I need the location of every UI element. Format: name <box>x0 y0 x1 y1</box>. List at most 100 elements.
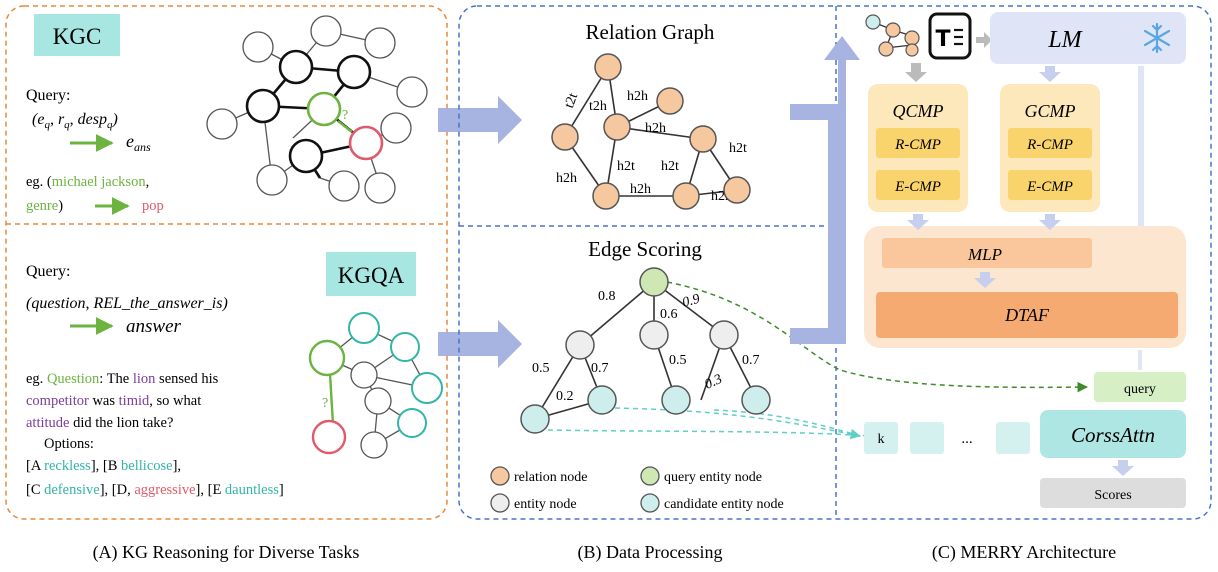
gcmp-rcmp-box <box>1008 128 1092 158</box>
gcmp-to-mlp-arrow <box>1039 214 1061 230</box>
attn-to-scores-arrow <box>1112 460 1134 476</box>
score-label: 0.3 <box>702 372 724 393</box>
k-label: k <box>878 432 885 447</box>
crossattn-label: CorssAttn <box>1071 423 1155 447</box>
query-dashed-link <box>666 281 1089 393</box>
to-architecture-arrow <box>790 36 860 344</box>
kgqa-badge-label: KGQA <box>338 263 405 288</box>
kgc-example-answer: pop <box>142 198 164 214</box>
lm-box <box>990 12 1186 64</box>
relation-graph-nodes <box>551 53 751 210</box>
snowflake-icon <box>1143 22 1171 54</box>
dtaf-to-attn-line <box>1138 350 1142 370</box>
relation-graph-title: Relation Graph <box>586 20 715 44</box>
rel-edge-label: h2h <box>645 121 666 136</box>
qcmp-to-mlp-arrow <box>907 214 929 230</box>
caption-b: (B) Data Processing <box>578 542 723 563</box>
legend-entity-swatch <box>490 493 510 513</box>
legend: relation node query entity node entity n… <box>490 466 784 513</box>
graph-to-qcmp-arrow <box>905 63 927 82</box>
kgqa-example-line3: attitude did the lion take? <box>26 415 173 431</box>
score-label: 0.9 <box>681 292 702 311</box>
kgqa-badge <box>326 252 416 296</box>
score-label: 0.7 <box>591 361 609 376</box>
panel-b-c-border <box>458 5 1212 520</box>
legend-query-swatch <box>640 466 660 486</box>
rel-edge-label: h2h <box>556 171 577 186</box>
key-box-2 <box>910 422 944 454</box>
kgqa-query-label: Query: <box>26 263 70 280</box>
kgc-missing-edge <box>337 120 353 133</box>
rel-edge-label: t2t <box>562 91 581 110</box>
keys-ellipsis: ... <box>961 431 972 447</box>
edge-scoring-nodes <box>520 267 771 434</box>
edge-scoring-title: Edge Scoring <box>588 237 702 261</box>
qcmp-ecmp-label: E-CMP <box>894 179 941 195</box>
kgqa-query-tuple: (question, REL_the_answer_is) <box>26 295 228 312</box>
kgc-to-relation-arrow <box>438 96 522 144</box>
qcmp-ecmp-box <box>876 170 960 200</box>
score-label: 0.6 <box>660 307 678 322</box>
rel-edge-label: h2h <box>627 89 648 104</box>
mlp-label: MLP <box>967 245 1002 264</box>
score-label: 0.5 <box>669 353 687 368</box>
scores-box <box>1040 478 1186 508</box>
gcmp-rcmp-label: R-CMP <box>1026 137 1073 153</box>
candidate-dashed-link-2 <box>614 407 862 440</box>
kgc-badge-label: KGC <box>53 24 102 49</box>
kgqa-answer: answer <box>126 316 182 337</box>
legend-relation-swatch <box>490 466 510 486</box>
kgqa-options-line2: [C defensive], [D, aggressive], [E daunt… <box>26 482 284 498</box>
score-label: 0.7 <box>742 353 760 368</box>
score-label: 0.2 <box>556 389 574 404</box>
kgc-example-2: genre) <box>26 198 63 214</box>
rel-edge-label: h2h <box>630 182 651 197</box>
edge-scores: 0.8 0.9 0.6 0.5 0.7 0.5 0.3 0.7 0.2 <box>532 289 760 404</box>
legend-relation-label: relation node <box>514 470 587 485</box>
crossattn-box <box>1040 410 1186 458</box>
rel-edge-label: t2h <box>589 99 607 114</box>
qcmp-rcmp-box <box>876 128 960 158</box>
key-box-n <box>996 422 1030 454</box>
k-box <box>864 422 898 454</box>
candidate-dashed-link-1 <box>547 429 871 437</box>
gcmp-ecmp-label: E-CMP <box>1026 179 1073 195</box>
panel-a-border <box>5 5 448 520</box>
rel-edge-label: h2t <box>729 141 747 156</box>
kgc-badge <box>34 14 120 56</box>
dtaf-box <box>876 292 1178 338</box>
legend-candidate-swatch <box>640 493 660 513</box>
lm-label: LM <box>1047 27 1083 53</box>
legend-entity-label: entity node <box>514 497 577 512</box>
legend-query-label: query entity node <box>664 470 762 485</box>
kgc-query-label: Query: <box>26 87 70 104</box>
rel-edge-label: h2t <box>617 159 635 174</box>
kgc-graph-nodes <box>206 15 428 204</box>
lm-to-gcmp-arrow <box>1039 66 1061 82</box>
kgqa-example-line1: eg. Question: The lion sensed his <box>26 371 219 387</box>
doc-to-lm-arrow <box>976 32 992 48</box>
dtaf-label: DTAF <box>1004 305 1050 325</box>
score-label: 0.8 <box>598 289 616 304</box>
lm-to-dtaf-line <box>1138 66 1144 272</box>
kgqa-missing-mark: ? <box>322 396 328 411</box>
kgc-missing-mark: ? <box>342 108 348 123</box>
mlp-box <box>882 238 1092 268</box>
kgqa-example-line2: competitor was timid, so what <box>26 393 201 409</box>
qcmp-rcmp-label: R-CMP <box>894 137 941 153</box>
gcmp-label: GCMP <box>1025 101 1076 121</box>
graph-icon <box>865 14 920 57</box>
caption-a: (A) KG Reasoning for Diverse Tasks <box>93 542 360 563</box>
mlp-to-dtaf-arrow <box>974 272 996 288</box>
text-document-icon: T <box>928 12 972 60</box>
candidate-dashed-link-3 <box>713 409 861 437</box>
query-label: query <box>1124 382 1156 397</box>
score-label: 0.5 <box>532 361 550 376</box>
kgqa-to-scoring-arrow <box>438 320 522 368</box>
kgc-answer: eans <box>126 131 151 154</box>
qcmp-label: QCMP <box>893 101 944 121</box>
kgqa-graph-nodes <box>308 312 443 459</box>
relation-graph-labels: t2t t2h h2h h2h h2t h2t h2t h2h h2h h2h <box>556 89 747 204</box>
query-box <box>1094 372 1186 402</box>
